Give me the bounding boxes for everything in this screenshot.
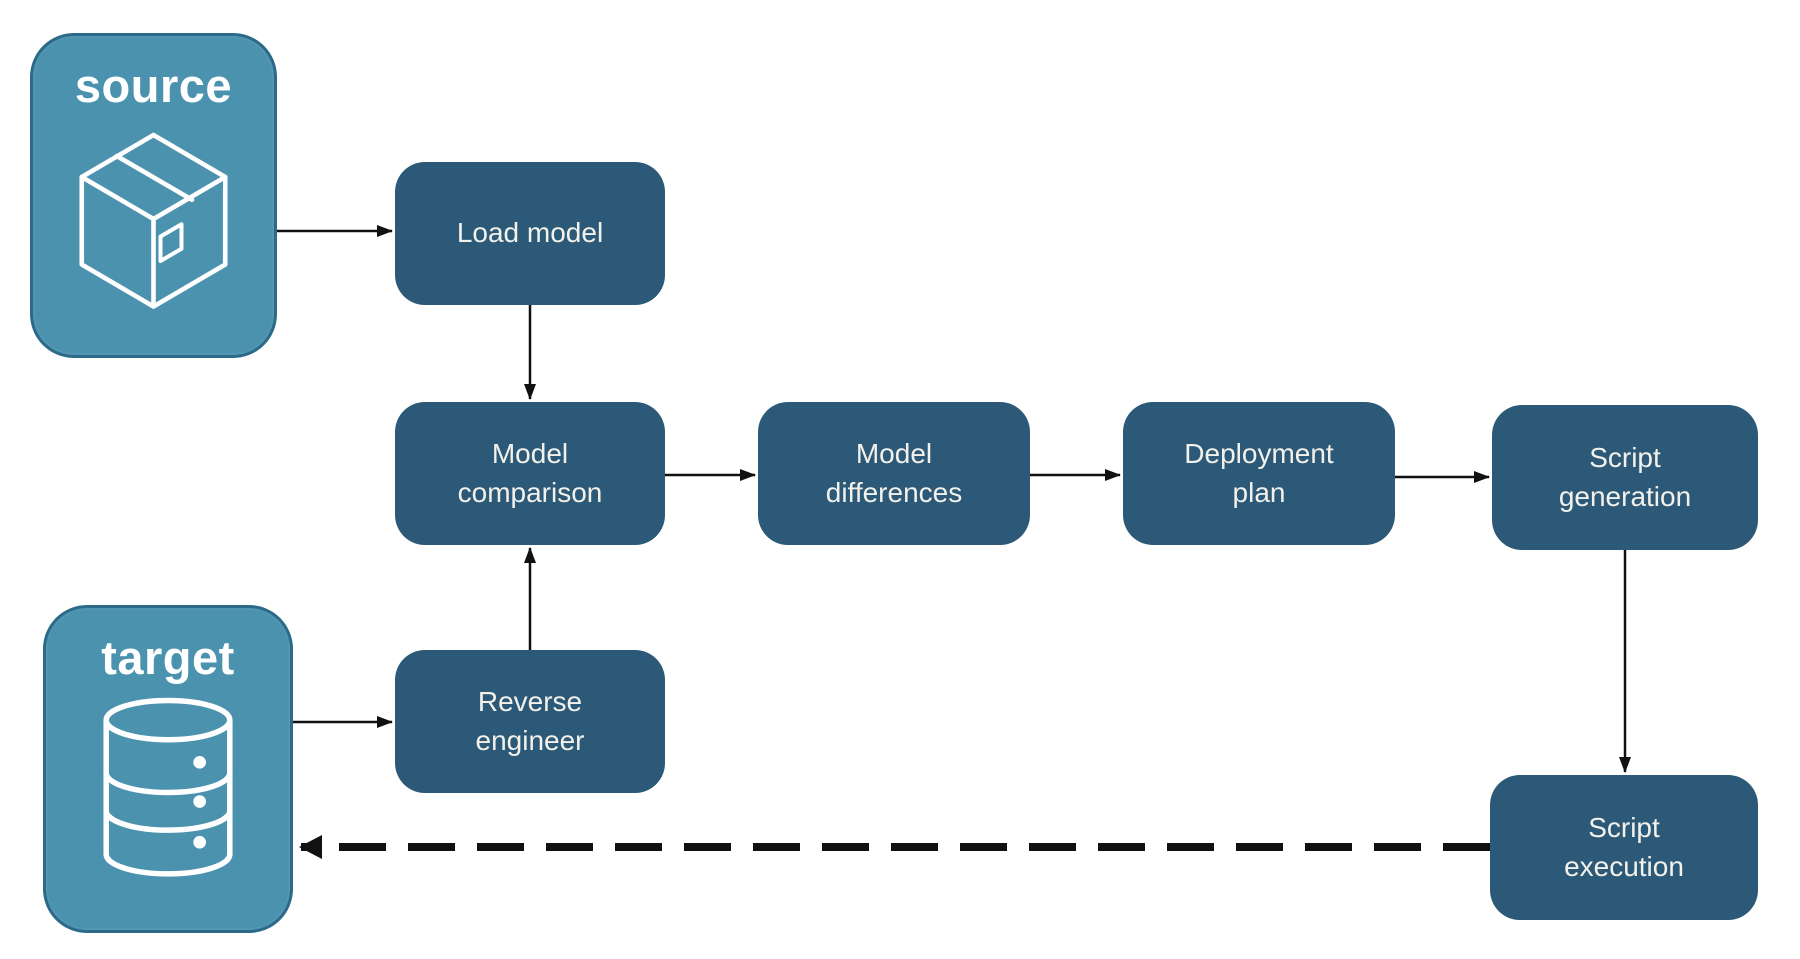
node-reverse-engineer: Reverse engineer [395, 650, 665, 793]
node-label: Reverse engineer [475, 685, 585, 756]
source-label: source [74, 59, 233, 112]
node-script-execution: Script execution [1490, 775, 1758, 920]
node-model-differences: Model differences [758, 402, 1030, 545]
node-load-model: Load model [395, 162, 665, 305]
node-label: Model differences [825, 437, 963, 508]
node-label: Deployment plan [1184, 437, 1334, 508]
target-label: target [101, 631, 235, 684]
node-model-comparison: Model comparison [395, 402, 665, 545]
node-label: Script generation [1558, 441, 1692, 512]
database-icon [92, 696, 244, 898]
target-entity: target [43, 605, 293, 933]
source-entity: source [30, 33, 277, 358]
node-deployment-plan: Deployment plan [1123, 402, 1395, 545]
node-label: Model comparison [457, 437, 603, 508]
node-label: Load model [456, 217, 604, 249]
node-script-generation: Script generation [1492, 405, 1758, 550]
package-icon [66, 120, 241, 325]
node-label: Script execution [1564, 811, 1684, 882]
